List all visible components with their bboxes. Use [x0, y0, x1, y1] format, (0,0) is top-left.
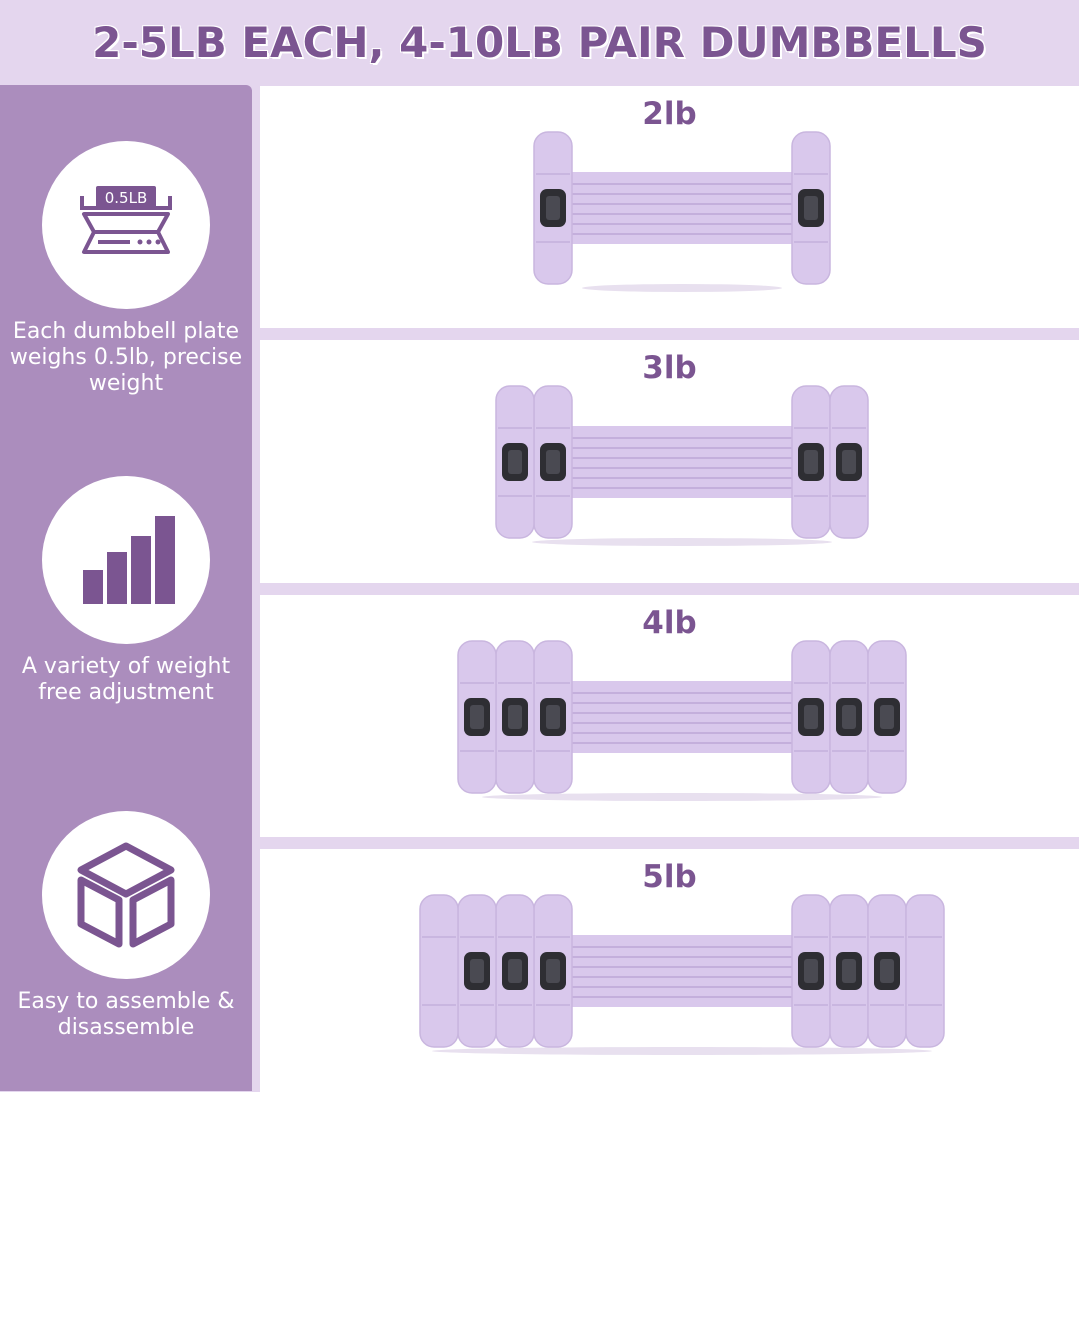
dumbbell-2lb — [533, 131, 831, 292]
weight-plate — [419, 894, 459, 1048]
header-banner: 2-5LB EACH, 4-10LB PAIR DUMBBELLS — [0, 0, 1079, 84]
clip-detail — [880, 959, 894, 983]
dumbbell-5lb — [419, 894, 945, 1055]
feature-precise-weight: 0.5LB Each dumbbell plate weighs 0.5lb, … — [0, 141, 252, 397]
dumbbell-4lb — [457, 640, 907, 801]
floor-shadow — [532, 538, 832, 546]
clip-detail — [842, 450, 856, 474]
feature-assembly: Easy to assemble & disassemble — [0, 811, 252, 1041]
clip-detail — [546, 705, 560, 729]
clip-detail — [842, 959, 856, 983]
feature-label: Each dumbbell plate weighs 0.5lb, precis… — [9, 319, 243, 396]
feature-adjustment: A variety of weight free adjustment — [0, 476, 252, 706]
box-icon — [42, 811, 210, 979]
clip-detail — [508, 450, 522, 474]
clip-detail — [546, 450, 560, 474]
weight-label: 4lb — [642, 605, 697, 641]
clip-detail — [508, 705, 522, 729]
panel-2lb: 2lb — [260, 86, 1079, 328]
panel-3lb: 3lb — [260, 340, 1079, 583]
clip-detail — [546, 959, 560, 983]
panel-5lb: 5lb — [260, 849, 1079, 1092]
floor-shadow — [482, 793, 882, 801]
clip-detail — [546, 196, 560, 220]
weight-label: 3lb — [642, 350, 697, 386]
panel-4lb: 4lb — [260, 595, 1079, 837]
clip-detail — [804, 450, 818, 474]
clip-detail — [804, 959, 818, 983]
clip-detail — [804, 705, 818, 729]
plate-weight-text: 0.5LB — [105, 189, 148, 207]
weight-plate — [905, 894, 945, 1048]
plate-scale-icon: 0.5LB — [42, 141, 210, 309]
feature-sidebar: 0.5LB Each dumbbell plate weighs 0.5lb, … — [0, 85, 252, 1091]
floor-shadow — [432, 1047, 932, 1055]
clip-detail — [842, 705, 856, 729]
floor-shadow — [582, 284, 782, 292]
banner-title: 2-5LB EACH, 4-10LB PAIR DUMBBELLS — [92, 17, 987, 67]
clip-detail — [470, 705, 484, 729]
clip-detail — [804, 196, 818, 220]
feature-label: Easy to assemble & disassemble — [17, 989, 235, 1040]
bar-chart-icon — [42, 476, 210, 644]
clip-detail — [470, 959, 484, 983]
clip-detail — [880, 705, 894, 729]
feature-label: A variety of weight free adjustment — [21, 654, 231, 705]
dumbbell-3lb — [495, 385, 869, 546]
weight-label: 2lb — [642, 96, 697, 132]
clip-detail — [508, 959, 522, 983]
weight-label: 5lb — [642, 859, 697, 895]
